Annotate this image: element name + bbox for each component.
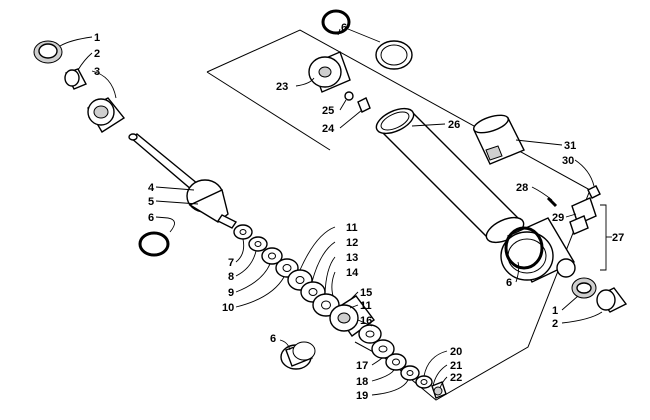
part-4-shaft [128,133,200,191]
callout-6-right: 6 [506,277,512,289]
part-6-bearing-bottom [280,341,316,370]
callout-6-bottom: 6 [270,333,276,345]
callout-29: 29 [552,212,564,224]
callout-14: 14 [346,267,359,279]
callout-28: 28 [516,182,528,194]
part-6-o-ring-right [504,226,544,270]
callout-2-top: 2 [94,48,100,60]
part-30-screw [587,185,601,199]
callout-5: 5 [148,196,154,208]
part-28-pin [546,196,558,208]
callout-13: 13 [346,252,358,264]
callout-25: 25 [322,105,334,117]
callout-23: 23 [276,81,288,93]
callout-16: 16 [360,315,372,327]
part-23-reservoir-cap [308,51,351,93]
callout-19: 19 [356,390,368,402]
callout-31: 31 [564,140,576,152]
callout-9: 9 [228,287,234,299]
callout-10: 10 [222,302,234,314]
callout-numbers: 1 2 3 4 5 6 6 6 6 7 8 9 10 11 11 12 13 1… [94,22,624,402]
callout-7: 7 [228,257,234,269]
callout-17: 17 [356,360,368,372]
part-6-o-ring-top [321,9,351,35]
callout-24: 24 [322,123,335,135]
part-6-o-ring-left [138,231,170,257]
callout-2-right: 2 [552,318,558,330]
callout-4: 4 [148,182,155,194]
callout-6-top: 6 [341,22,347,34]
callout-1-right: 1 [552,305,558,317]
callout-11-top: 11 [346,222,358,234]
part-24-valve [357,97,371,113]
callout-26: 26 [448,119,460,131]
assembly-frame-left [206,71,331,151]
part-5-shaft-eye [186,179,238,229]
callout-27: 27 [612,232,624,244]
callout-8: 8 [228,271,234,283]
callout-6-left: 6 [148,212,154,224]
callout-12: 12 [346,237,358,249]
assembly-frame [206,29,591,401]
part-31-spring-retainer [473,114,525,165]
callout-1-top: 1 [94,32,100,44]
part-2-sleeve [64,68,87,90]
part-22-nut [431,381,447,399]
part-25-o-ring [344,91,354,101]
callout-30: 30 [562,155,574,167]
part-3-eyelet [87,97,126,133]
callout-15: 15 [360,287,372,299]
callout-11-lower: 11 [360,300,372,312]
leader-lines [59,28,612,396]
part-6-band-top [375,40,413,70]
callout-20: 20 [450,346,462,358]
part-1-bushing [33,40,63,64]
callout-22: 22 [450,372,462,384]
callout-18: 18 [356,376,368,388]
part-2-sleeve-right [596,287,628,313]
part-1-bushing-right [571,277,597,299]
callout-3: 3 [94,66,100,78]
part-29-valve-fitting [569,197,597,235]
callout-21: 21 [450,360,462,372]
